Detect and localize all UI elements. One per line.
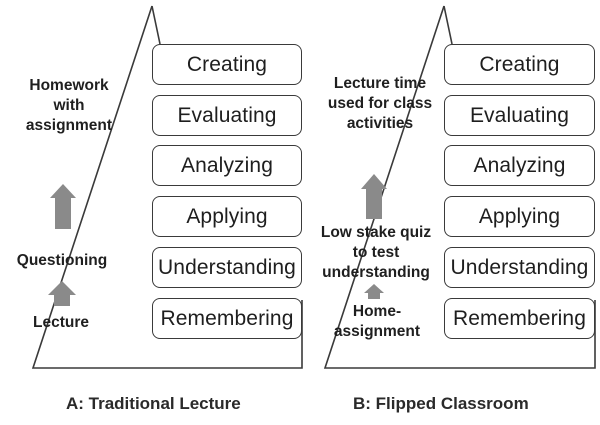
left-caption: A: Traditional Lecture (66, 394, 241, 413)
right-large-up-arrow (361, 174, 387, 219)
left-annotation-lecture: Lecture (33, 314, 89, 331)
right-level-evaluating: Evaluating (444, 95, 595, 136)
right-level-creating: Creating (444, 44, 595, 85)
right-pyramid-top-edge (443, 5, 453, 45)
left-pyramid-top-edge (151, 5, 161, 45)
left-annotation-questioning: Questioning (16, 252, 108, 269)
right-level-analyzing: Analyzing (444, 145, 595, 186)
right-small-up-arrow (364, 284, 384, 299)
right-annotation-home-assignment: Home- assignment (333, 303, 421, 340)
right-level-applying: Applying (444, 196, 595, 237)
left-level-understanding: Understanding (152, 247, 302, 288)
right-caption: B: Flipped Classroom (353, 394, 529, 413)
left-pyramid-outline (31, 5, 303, 369)
left-level-analyzing: Analyzing (152, 145, 302, 186)
right-annotation-quiz: Low stake quiz to test understanding (320, 224, 432, 281)
right-level-understanding: Understanding (444, 247, 595, 288)
left-level-evaluating: Evaluating (152, 95, 302, 136)
left-annotation-homework: Homework with assignment (25, 77, 113, 134)
left-level-creating: Creating (152, 44, 302, 85)
left-level-remembering: Remembering (152, 298, 302, 339)
right-level-remembering: Remembering (444, 298, 595, 339)
right-annotation-lecture-time: Lecture time used for class activities (327, 75, 433, 132)
left-level-applying: Applying (152, 196, 302, 237)
left-small-up-arrow (48, 281, 76, 306)
left-large-up-arrow (50, 184, 76, 229)
